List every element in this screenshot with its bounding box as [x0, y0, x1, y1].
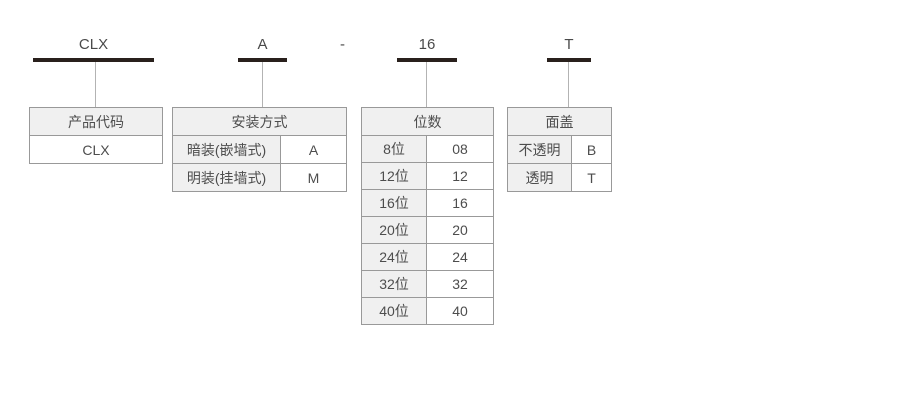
option-label-cell: 32位 [361, 270, 427, 298]
option-code-cell: 24 [426, 243, 494, 271]
option-label-cell: 16位 [361, 189, 427, 217]
table-header: 安装方式 [172, 107, 347, 136]
option-code-cell: 12 [426, 162, 494, 190]
option-label-cell: 不透明 [507, 135, 572, 164]
table-header: 位数 [361, 107, 494, 136]
option-label-cell: 暗装(嵌墙式) [172, 135, 281, 164]
option-label-cell: 12位 [361, 162, 427, 190]
connector-line [95, 62, 96, 107]
table-row: 暗装(嵌墙式)A [172, 135, 347, 164]
option-code-cell: T [571, 163, 612, 192]
code-separator: - [340, 36, 345, 53]
code-underline-bar [547, 58, 591, 62]
table-row: CLX [29, 135, 163, 164]
option-label-cell: 40位 [361, 297, 427, 325]
code-underline-bar [397, 58, 457, 62]
option-code-cell: B [571, 135, 612, 164]
option-label-cell: 8位 [361, 135, 427, 163]
option-label-cell: 20位 [361, 216, 427, 244]
connector-line [426, 62, 427, 107]
code-underline-bar [238, 58, 287, 62]
connector-line [262, 62, 263, 107]
option-code-cell: A [280, 135, 347, 164]
code-underline-bar [33, 58, 154, 62]
code-part-value: A [257, 36, 268, 53]
table-header: 产品代码 [29, 107, 163, 136]
table-header-row: 位数 [361, 107, 494, 136]
code-part-value: 16 [418, 36, 436, 53]
option-label-cell: 透明 [507, 163, 572, 192]
table-row: 明装(挂墙式)M [172, 163, 347, 192]
option-code-cell: 20 [426, 216, 494, 244]
option-label-cell: 明装(挂墙式) [172, 163, 281, 192]
option-code-cell: 16 [426, 189, 494, 217]
table-header-row: 面盖 [507, 107, 612, 136]
connector-line [568, 62, 569, 107]
option-label-cell: 24位 [361, 243, 427, 271]
value-cell: CLX [29, 135, 163, 164]
option-code-cell: 08 [426, 135, 494, 163]
table-header-row: 产品代码 [29, 107, 163, 136]
table-header-row: 安装方式 [172, 107, 347, 136]
product-code-table: 产品代码 CLX [29, 107, 163, 164]
option-code-cell: 32 [426, 270, 494, 298]
code-part-value: CLX [78, 36, 109, 53]
table-header: 面盖 [507, 107, 612, 136]
option-code-cell: M [280, 163, 347, 192]
code-part-value: T [564, 36, 574, 53]
option-code-cell: 40 [426, 297, 494, 325]
